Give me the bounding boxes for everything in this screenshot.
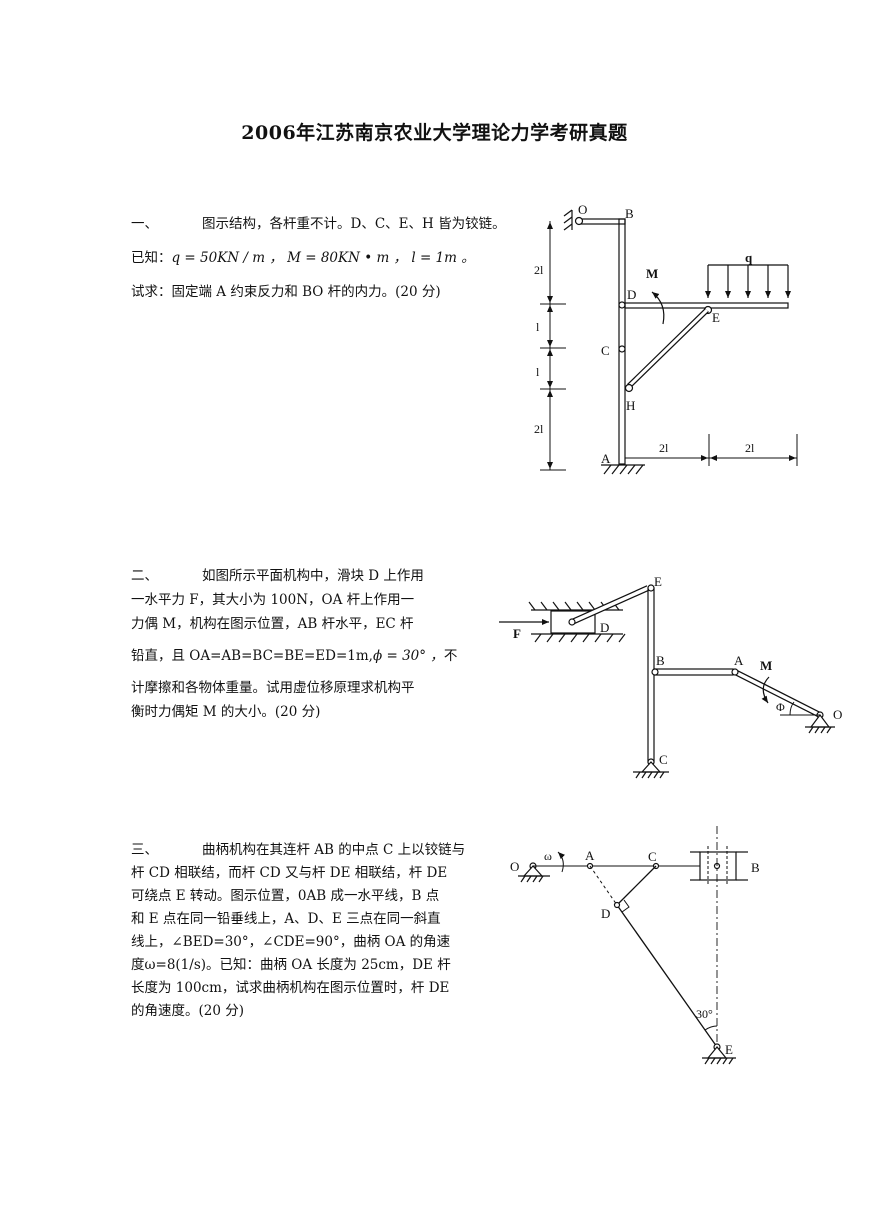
hinge-A-fig2 <box>731 668 739 676</box>
rod-CD <box>616 865 657 906</box>
q2-line2: 一水平力 F，其大小为 100N，OA 杆上作用一 <box>131 592 415 608</box>
bar-OB <box>579 218 626 225</box>
fig2-label-A: A <box>734 653 744 668</box>
rod-DE <box>616 904 718 1048</box>
fig3-label-D: D <box>601 906 610 921</box>
pin-support-O-fig3 <box>518 862 550 883</box>
question-3-text: 三、 曲柄机构在其连杆 AB 的中点 C 上以铰链与 杆 CD 相联结，而杆 CD… <box>131 840 465 1024</box>
hinge-O <box>574 216 584 226</box>
q1-known-prefix: 已知： <box>131 250 172 266</box>
fig1-dim-l-1: l <box>536 320 540 334</box>
hinge-H <box>624 383 634 393</box>
fig1-dim-2l-bot: 2l <box>534 422 544 436</box>
fig1-label-E: E <box>712 310 720 325</box>
fig2-label-E: E <box>654 574 662 589</box>
q1-line3: 试求：固定端 A 约束反力和 BO 杆的内力。(20 分) <box>131 284 441 300</box>
hinge-E-fig2 <box>647 584 655 592</box>
figure-2-mechanism <box>499 584 835 779</box>
fig2-label-B: B <box>656 653 665 668</box>
fig3-label-O: O <box>510 859 519 874</box>
page-title: 2006年江苏南京农业大学理论力学考研真题 <box>241 122 628 144</box>
distributed-load-q <box>705 264 791 298</box>
fig2-label-O: O <box>833 707 842 722</box>
q1-number: 一、 <box>131 216 158 232</box>
fig3-label-B: B <box>751 860 760 875</box>
fig1-label-B: B <box>625 206 634 221</box>
q2-line1: 如图所示平面机构中，滑块 D 上作用 <box>202 568 424 584</box>
fig3-label-omega: ω <box>544 849 552 863</box>
ground-support-A <box>601 464 645 475</box>
pin-support-E-fig3 <box>702 1043 736 1065</box>
omega-arrow <box>557 851 566 873</box>
figure-3-mechanism <box>518 826 748 1065</box>
question-1-text: 一、 图示结构，各杆重不计。D、C、E、H 皆为铰链。 已知：q = 50KN /… <box>131 214 506 316</box>
horizontal-dimension-lines <box>625 434 798 466</box>
question-2-text: 二、 如图所示平面机构中，滑块 D 上作用 一水平力 F，其大小为 100N，OA… <box>131 566 457 726</box>
hinge-D-fig3 <box>613 901 621 909</box>
q2-line4-suffix: 不 <box>443 648 458 664</box>
q3-line8: 的角速度。(20 分) <box>131 1003 245 1019</box>
q3-line5: 线上，∠BED=30°，∠CDE=90°，曲柄 OA 的角速 <box>131 934 451 950</box>
fig2-label-F: F <box>513 626 521 641</box>
fig1-label-D: D <box>627 287 636 302</box>
fig1-label-q: q <box>745 250 753 265</box>
pin-support-O-fig2 <box>805 714 835 734</box>
fig2-label-D: D <box>600 620 609 635</box>
q2-line5: 计摩擦和各物体重量。试用虚位移原理求机构平 <box>131 680 415 696</box>
fig2-label-C: C <box>659 752 668 767</box>
figure-2-labels: E D F B A M Φ O C <box>513 574 842 767</box>
q2-line6: 衡时力偶矩 M 的大小。(20 分) <box>131 704 321 720</box>
fig1-dim-l-2: l <box>536 365 540 379</box>
figure-1-labels: O B M q D E C H A 2l l l 2l 2l 2l <box>534 202 755 466</box>
fig3-label-A: A <box>585 848 595 863</box>
hinge-D <box>618 301 626 309</box>
q3-line2: 杆 CD 相联结，而杆 CD 又与杆 DE 相联结，杆 DE <box>131 865 448 881</box>
fig3-label-E: E <box>725 1042 733 1057</box>
q3-number: 三、 <box>131 842 158 858</box>
moment-M-arrow <box>651 291 665 325</box>
rod-BA <box>653 668 734 676</box>
column-BA <box>618 218 626 465</box>
hinge-D-fig2 <box>568 618 576 626</box>
pin-support-C-fig2 <box>633 758 669 779</box>
q1-known-values: q = 50KN / m ， M = 80KN • m ， l = 1m 。 <box>171 250 475 266</box>
q3-line7: 长度为 100cm，试求曲柄机构在图示位置时，杆 DE <box>131 980 450 996</box>
hinge-B-fig2 <box>651 668 659 676</box>
figure-1-structure <box>540 209 798 475</box>
q3-line6: 度ω=8(1/s)。已知：曲柄 OA 长度为 25cm，DE 杆 <box>131 957 451 973</box>
q2-line4-prefix: 铅直，且 OA=AB=BC=BE=ED=1m, <box>131 648 373 664</box>
fig1-label-H: H <box>626 398 635 413</box>
fig1-dim-2l-h1: 2l <box>659 441 669 455</box>
slider-guide-rails <box>528 601 626 643</box>
moment-M-arrow-fig2 <box>761 676 770 704</box>
fig3-label-C: C <box>648 849 657 864</box>
fig1-dim-2l-top: 2l <box>534 263 544 277</box>
fig1-label-M: M <box>646 266 658 281</box>
hinge-C <box>618 345 626 353</box>
q3-line3: 可绕点 E 转动。图示位置，0AB 成一水平线，B 点 <box>131 888 440 904</box>
wall-support-O <box>563 209 573 231</box>
slider-B-frame <box>690 846 748 886</box>
fig1-dim-2l-h2: 2l <box>745 441 755 455</box>
fig1-label-A: A <box>601 451 611 466</box>
q1-line1: 图示结构，各杆重不计。D、C、E、H 皆为铰链。 <box>202 216 506 232</box>
vertical-dimension-lines <box>540 221 566 471</box>
fig2-label-phi: Φ <box>776 700 785 714</box>
fig1-label-O: O <box>578 202 587 217</box>
q3-line4: 和 E 点在同一铅垂线上，A、D、E 三点在同一斜直 <box>131 911 441 927</box>
q2-line3: 力偶 M，机构在图示位置，AB 杆水平，EC 杆 <box>131 616 414 632</box>
figure-3-labels: O ω A C B D 30° E <box>510 848 760 1057</box>
fig2-label-M: M <box>760 658 772 673</box>
q2-line4-math: ϕ = 30° ， <box>372 648 444 664</box>
q2-number: 二、 <box>131 568 158 584</box>
fig3-label-angle: 30° <box>696 1007 713 1021</box>
q3-line1: 曲柄机构在其连杆 AB 的中点 C 上以铰链与 <box>202 842 466 858</box>
fig1-label-C: C <box>601 343 610 358</box>
